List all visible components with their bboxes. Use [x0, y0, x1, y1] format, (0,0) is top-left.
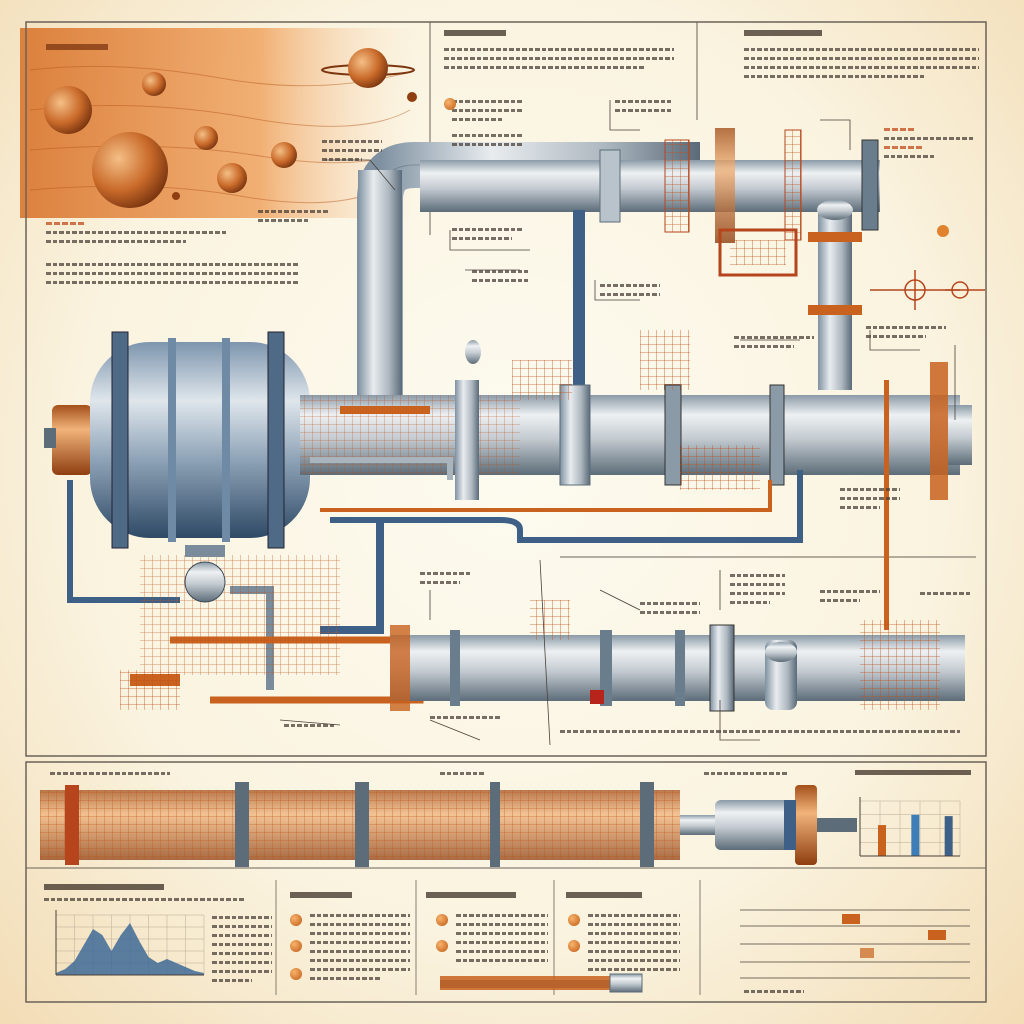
text-block	[615, 100, 671, 118]
gauge-icon	[870, 270, 985, 310]
upper-pipe-network	[357, 128, 880, 400]
text-block	[920, 592, 972, 601]
text-block	[420, 572, 470, 590]
bullet-icon	[290, 914, 302, 926]
long-pipe	[40, 782, 857, 867]
header-strip	[44, 884, 164, 896]
area-series	[56, 923, 204, 975]
area-chart	[55, 910, 205, 976]
bar	[911, 814, 920, 856]
text-block	[600, 284, 660, 302]
text-block	[440, 772, 486, 781]
text-block	[322, 140, 382, 167]
text-block	[456, 914, 548, 968]
text-block	[744, 48, 979, 84]
header-strip	[426, 892, 516, 904]
text-block	[472, 270, 528, 288]
text-block	[258, 210, 328, 228]
bullet-icon	[290, 940, 302, 952]
text-block	[884, 128, 974, 164]
text-block	[212, 916, 272, 988]
pressure-tank	[44, 331, 310, 549]
text-block	[284, 724, 334, 733]
bar	[944, 816, 953, 856]
progress-bar	[440, 973, 643, 993]
text-block	[866, 326, 946, 344]
header-strip	[744, 30, 822, 42]
bullet-icon	[568, 940, 580, 952]
text-block	[704, 772, 788, 781]
bullet-icon	[436, 940, 448, 952]
text-block	[734, 336, 814, 354]
header-strip	[290, 892, 352, 904]
text-block	[452, 100, 522, 127]
text-block	[744, 990, 804, 999]
bullet-icon	[436, 914, 448, 926]
text-block	[560, 730, 960, 739]
text-block	[44, 898, 244, 907]
valve-icon	[590, 690, 604, 704]
header-strip	[444, 30, 506, 42]
text-block	[50, 772, 170, 781]
text-block	[310, 914, 410, 986]
text-block	[588, 914, 680, 977]
planet-icon	[44, 48, 417, 208]
bullet-icon	[290, 968, 302, 980]
text-block	[820, 590, 880, 608]
bar	[878, 825, 886, 856]
bottom-panel-border	[25, 761, 987, 1003]
text-block	[452, 134, 522, 152]
legend-table	[740, 909, 970, 979]
text-block	[840, 488, 900, 515]
text-block	[452, 228, 522, 246]
lower-left-structure	[120, 545, 340, 710]
text-block	[430, 716, 500, 725]
text-block	[46, 263, 298, 290]
text-block	[730, 574, 785, 610]
bullet-icon	[937, 225, 949, 237]
main-panel-border	[25, 21, 987, 757]
text-block	[46, 222, 226, 249]
header-strip	[46, 44, 108, 56]
bullet-icon	[444, 98, 456, 110]
text-block	[640, 602, 700, 620]
bar-chart	[859, 797, 961, 857]
header-strip	[566, 892, 642, 904]
bullet-icon	[568, 914, 580, 926]
header-strip	[855, 770, 971, 781]
lower-pipe	[390, 600, 965, 712]
text-block	[444, 48, 674, 75]
